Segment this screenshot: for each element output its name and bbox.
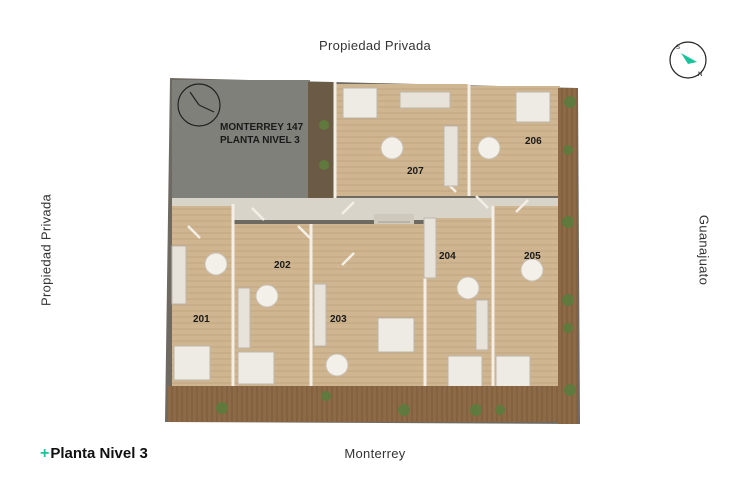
unit-label-202: 202: [274, 260, 291, 271]
unit-label-206: 206: [525, 136, 542, 147]
bed: [447, 355, 483, 389]
bed: [173, 345, 211, 381]
corridor: [172, 198, 560, 220]
street-label-bottom: Monterrey: [344, 446, 406, 461]
terrace-right: [558, 88, 578, 424]
compass-s: S: [676, 45, 680, 51]
building-name: MONTERREY 147: [220, 122, 304, 133]
roof-round-element: [177, 83, 221, 127]
bed: [515, 91, 551, 123]
building-level: PLANTA NIVEL 3: [220, 135, 300, 146]
unit-label-201: 201: [193, 314, 210, 325]
terrace-bottom: [168, 386, 578, 422]
bed: [237, 351, 275, 385]
unit-label-204: 204: [439, 251, 456, 262]
bed: [377, 317, 415, 353]
unit-label-205: 205: [524, 251, 541, 262]
legend-text: Planta Nivel 3: [50, 445, 148, 462]
compass-n: N: [698, 72, 702, 78]
bed: [495, 355, 531, 389]
legend-plus: +: [40, 445, 50, 462]
unit-label-207: 207: [407, 166, 424, 177]
street-label-top: Propiedad Privada: [318, 38, 432, 53]
legend-title: +Planta Nivel 3: [40, 445, 148, 463]
unit-label-203: 203: [330, 314, 347, 325]
bed: [342, 87, 378, 119]
compass-icon: S N: [669, 41, 707, 79]
